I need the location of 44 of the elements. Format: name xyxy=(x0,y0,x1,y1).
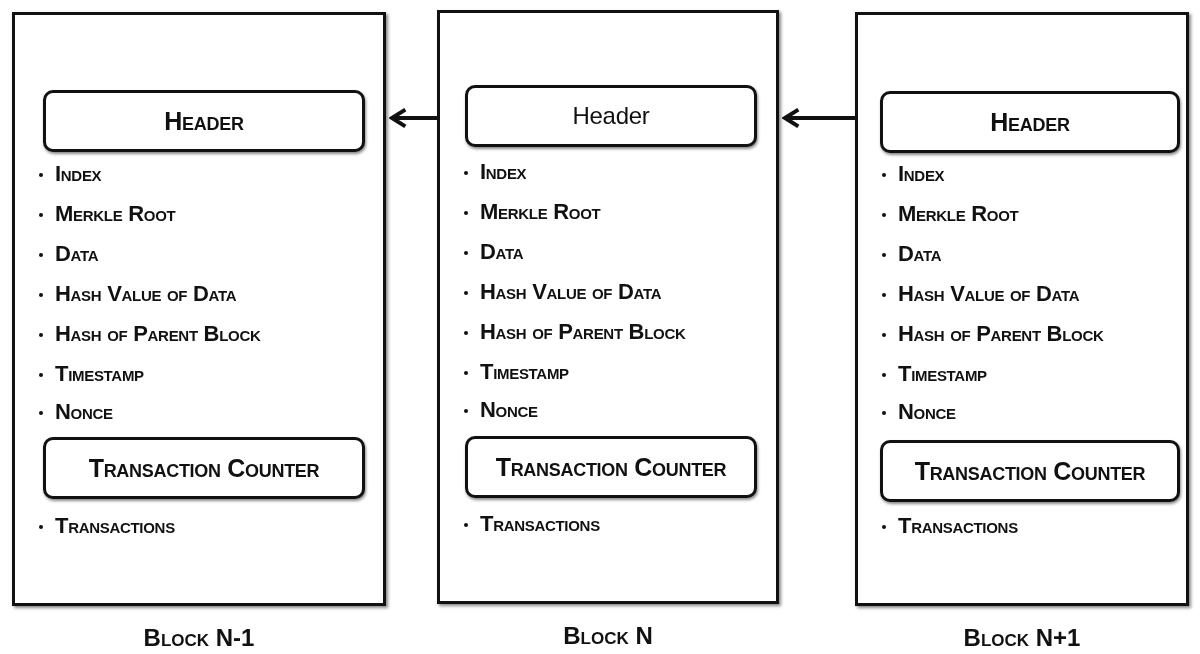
block-caption: Block N-1 xyxy=(143,624,255,652)
list-item: Timestamp xyxy=(462,359,569,385)
block-caption: Block N xyxy=(563,622,653,650)
section-title: Transaction Counter xyxy=(495,452,727,482)
list-item: Timestamp xyxy=(880,361,987,387)
section-box xyxy=(465,85,757,147)
section-title: Header xyxy=(990,107,1070,137)
section-title: Transaction Counter xyxy=(914,456,1146,486)
arrow xyxy=(390,107,437,129)
section-box xyxy=(465,436,757,498)
section-title: Header xyxy=(572,102,650,130)
block-box xyxy=(12,12,386,606)
list-item: Index xyxy=(880,161,945,187)
arrow xyxy=(783,107,855,129)
section-title: Header xyxy=(164,106,244,136)
section-box xyxy=(880,440,1180,502)
section-title: Transaction Counter xyxy=(88,453,320,483)
list-item: Hash Value of Data xyxy=(462,279,662,305)
list-item: Merkle Root xyxy=(462,199,601,225)
list-item: Data xyxy=(880,241,942,267)
list-item: Index xyxy=(462,159,527,185)
list-item: Hash of Parent Block xyxy=(462,319,686,345)
list-item: Timestamp xyxy=(37,361,144,387)
list-item: Merkle Root xyxy=(880,201,1019,227)
section-box xyxy=(880,91,1180,153)
list-item: Transactions xyxy=(462,511,600,537)
list-item: Merkle Root xyxy=(37,201,176,227)
block-box xyxy=(855,12,1189,606)
block-caption: Block N+1 xyxy=(963,624,1081,652)
list-item: Hash of Parent Block xyxy=(880,321,1104,347)
list-item: Hash of Parent Block xyxy=(37,321,261,347)
list-item: Nonce xyxy=(37,399,113,425)
list-item: Hash Value of Data xyxy=(37,281,237,307)
list-item: Transactions xyxy=(37,513,175,539)
list-item: Hash Value of Data xyxy=(880,281,1080,307)
list-item: Data xyxy=(462,239,524,265)
list-item: Transactions xyxy=(880,513,1018,539)
list-item: Data xyxy=(37,241,99,267)
list-item: Index xyxy=(37,161,102,187)
block-box xyxy=(437,10,779,604)
section-box xyxy=(43,90,365,152)
list-item: Nonce xyxy=(880,399,956,425)
list-item: Nonce xyxy=(462,397,538,423)
section-box xyxy=(43,437,365,499)
